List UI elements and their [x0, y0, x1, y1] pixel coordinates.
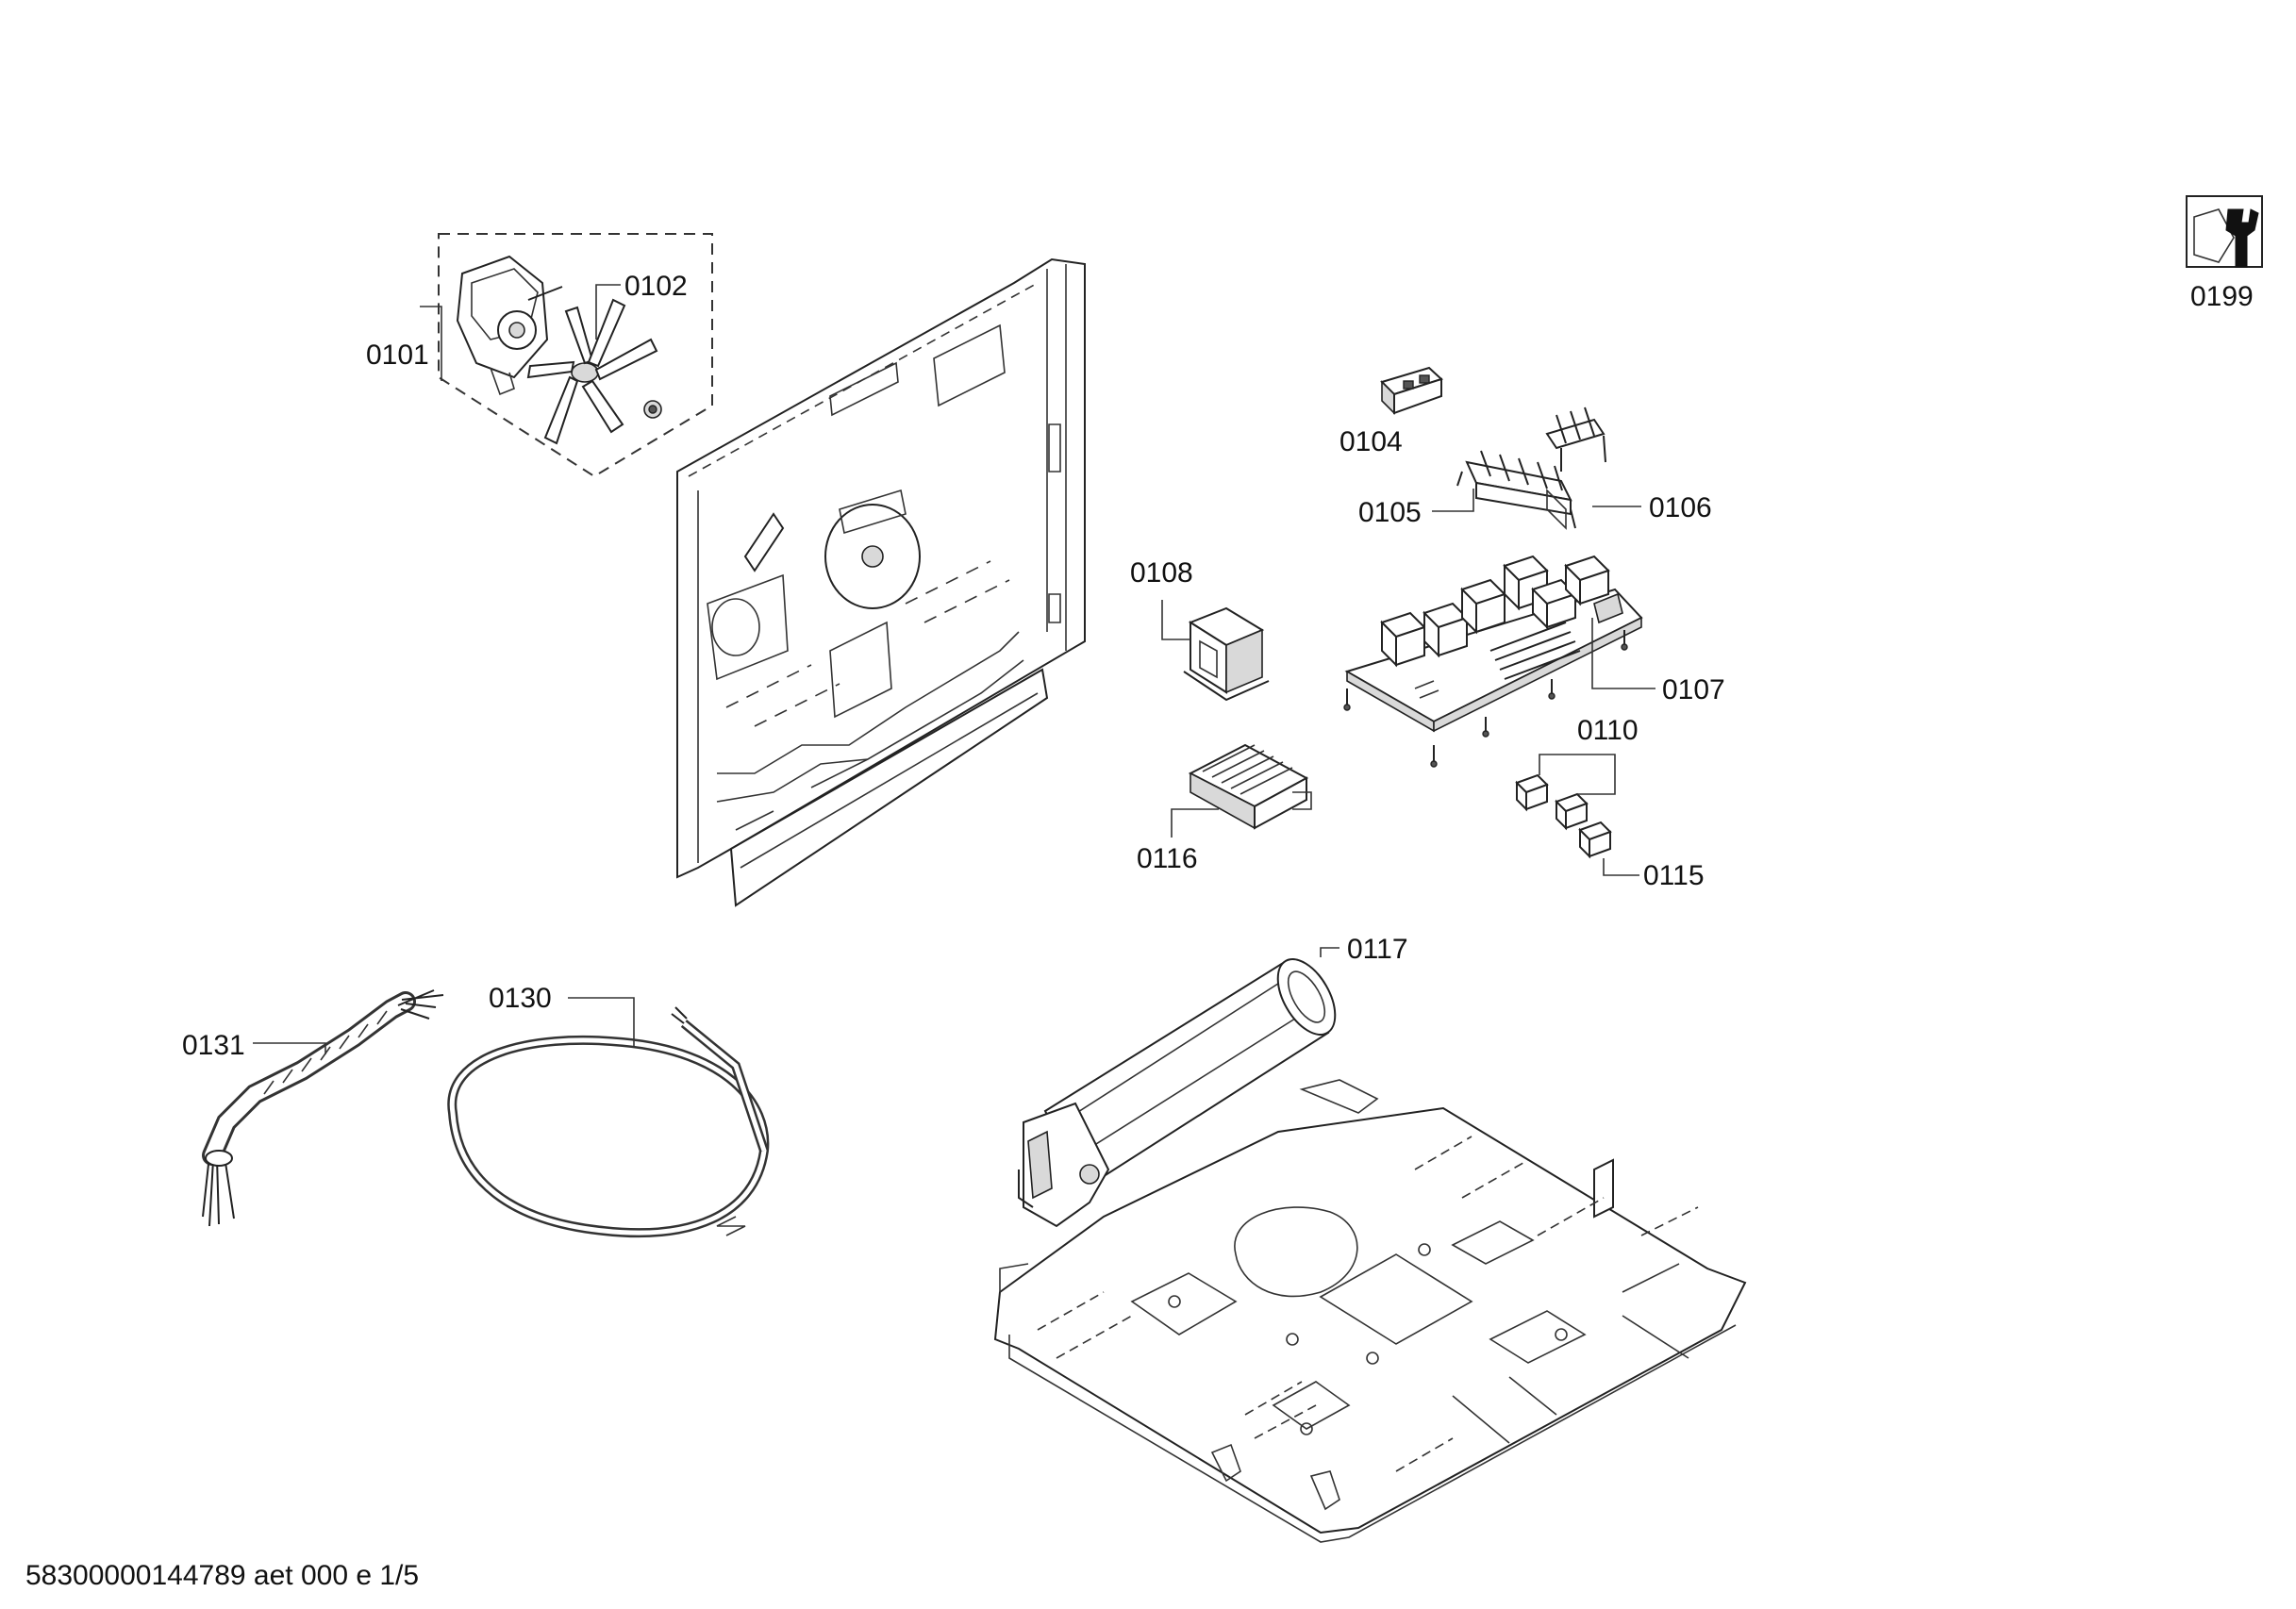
- rear-wall-panel: [676, 257, 1086, 907]
- fan-wheel: [526, 298, 662, 445]
- label-0115: 0115: [1643, 860, 1705, 891]
- fan-motor-group: [420, 233, 713, 478]
- base-plate: [993, 1079, 1747, 1543]
- label-0102: 0102: [624, 271, 688, 302]
- cable-loop: [447, 1006, 770, 1238]
- label-0130: 0130: [489, 983, 552, 1014]
- label-0116: 0116: [1137, 843, 1198, 874]
- power-cord-sleeve: [202, 989, 444, 1227]
- relay-0110: [1515, 773, 1589, 831]
- label-0107: 0107: [1662, 674, 1725, 705]
- wrench-icon: [2186, 195, 2263, 268]
- power-module: [1188, 743, 1312, 830]
- label-0104: 0104: [1339, 426, 1403, 457]
- label-0131: 0131: [182, 1030, 245, 1061]
- relay-0115: [1578, 821, 1612, 859]
- label-0110: 0110: [1577, 715, 1639, 746]
- document-id: 58300000144789 aet 000 e 1/5: [25, 1560, 419, 1591]
- transformer: [1183, 606, 1270, 702]
- tangential-fan: [1018, 958, 1337, 1228]
- label-0108: 0108: [1130, 557, 1193, 589]
- label-0101: 0101: [366, 340, 429, 371]
- terminal-block-0105: [1456, 450, 1576, 529]
- label-0105: 0105: [1358, 497, 1422, 528]
- fan-motor: [456, 255, 563, 396]
- connector-0104: [1380, 366, 1443, 415]
- label-0106: 0106: [1649, 492, 1712, 523]
- label-0199: 0199: [2190, 281, 2254, 312]
- label-0117: 0117: [1347, 934, 1408, 965]
- control-pcb: [1343, 555, 1643, 768]
- terminal-block-0106: [1545, 406, 1606, 530]
